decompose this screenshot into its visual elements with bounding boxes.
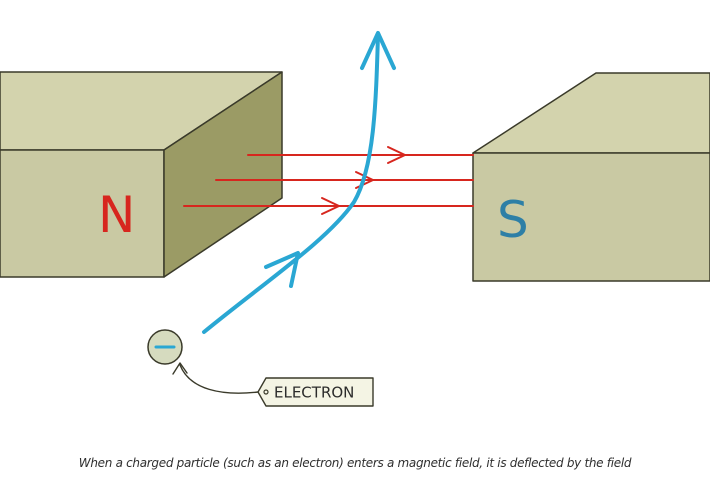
arrowhead-right-icon bbox=[387, 146, 406, 164]
arrowhead-up-icon bbox=[360, 31, 396, 70]
electron-path bbox=[202, 31, 396, 334]
south-magnet-top bbox=[472, 72, 710, 154]
north-pole-label: N bbox=[98, 186, 135, 244]
electron-tag: ELECTRON bbox=[257, 377, 374, 407]
north-magnet-front bbox=[0, 149, 165, 278]
tag-shape bbox=[257, 377, 374, 407]
arrowhead-icon bbox=[172, 362, 188, 375]
electron-trajectory bbox=[202, 32, 380, 334]
south-magnet: S bbox=[472, 72, 710, 282]
diagram-caption: When a charged particle (such as an elec… bbox=[78, 456, 632, 470]
arrowhead-right-icon bbox=[321, 197, 340, 215]
north-magnet-side bbox=[163, 71, 283, 278]
tag-label: ELECTRON bbox=[274, 384, 354, 402]
south-pole-label: S bbox=[497, 191, 529, 249]
electron-particle bbox=[147, 329, 183, 365]
tag-pointer-curve bbox=[179, 364, 259, 394]
north-magnet: N bbox=[0, 71, 283, 278]
south-magnet-front bbox=[472, 152, 710, 282]
tag-hole-icon bbox=[263, 389, 269, 395]
tag-pointer bbox=[172, 362, 259, 394]
arrowhead-up-icon bbox=[264, 251, 300, 288]
